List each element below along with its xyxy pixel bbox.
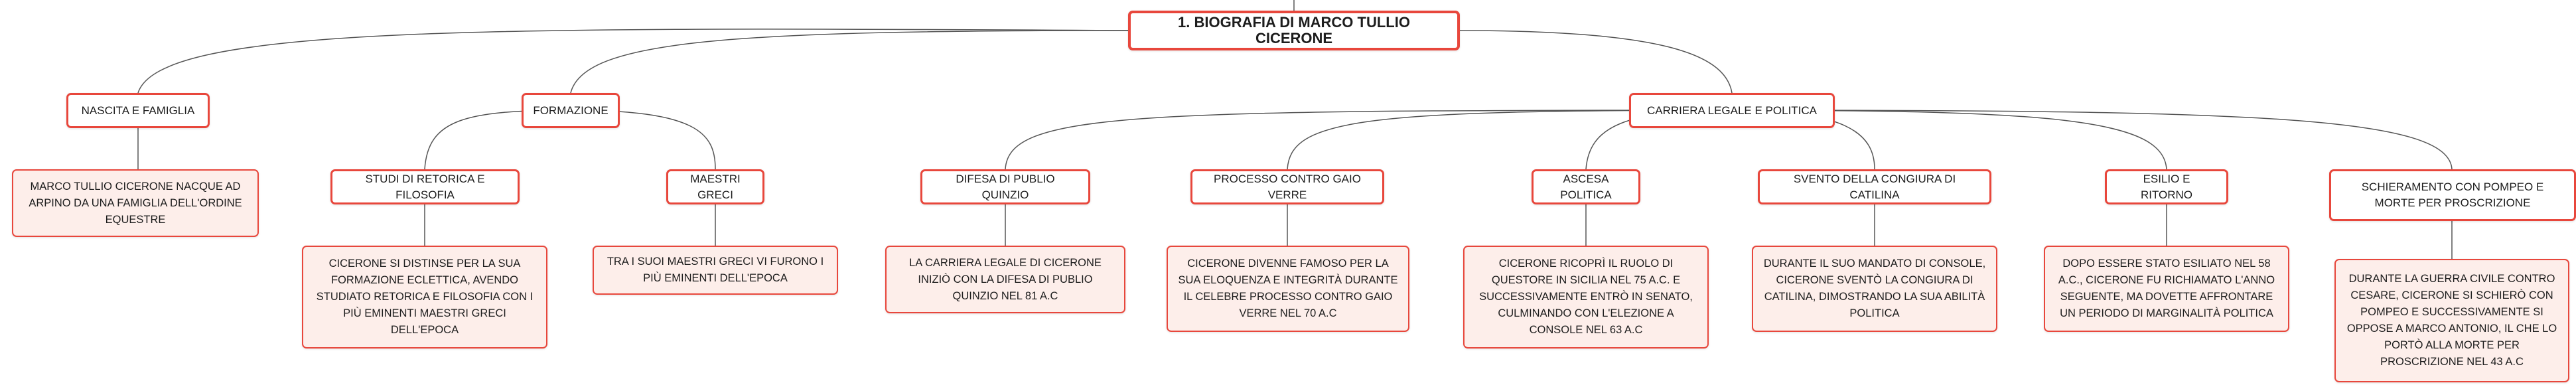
detail-pompeo-text: DURANTE LA GUERRA CIVILE CONTRO CESARE, …: [2346, 273, 2557, 368]
subtopic-studi-di-retorica[interactable]: STUDI DI RETORICA E FILOSOFIA: [330, 169, 520, 204]
connector-carriera-pompeo: [1731, 110, 2453, 170]
topic-nascita-e-famiglia[interactable]: NASCITA E FAMIGLIA: [66, 93, 210, 128]
detail-verre[interactable]: CICERONE DIVENNE FAMOSO PER LA SUA ELOQU…: [1167, 246, 1409, 332]
connector-root-nascita: [137, 29, 1129, 94]
detail-esilio-text: DOPO ESSERE STATO ESILIATO NEL 58 A.C., …: [2058, 258, 2275, 319]
subtopic-verre-label: PROCESSO CONTRO GAIO VERRE: [1214, 172, 1361, 201]
connector-carriera-quinzio: [1005, 110, 1733, 170]
detail-ascesa[interactable]: CICERONE RICOPRÌ IL RUOLO DI QUESTORE IN…: [1463, 246, 1709, 349]
detail-catilina-text: DURANTE IL SUO MANDATO DI CONSOLE, CICER…: [1763, 258, 1986, 319]
detail-catilina[interactable]: DURANTE IL SUO MANDATO DI CONSOLE, CICER…: [1752, 246, 1997, 332]
detail-pompeo[interactable]: DURANTE LA GUERRA CIVILE CONTRO CESARE, …: [2334, 259, 2569, 382]
detail-retorica[interactable]: CICERONE SI DISTINSE PER LA SUA FORMAZIO…: [302, 246, 547, 349]
connector-root-carriera: [1459, 30, 1733, 94]
root-topic-label: 1. BIOGRAFIA DI MARCO TULLIO CICERONE: [1178, 14, 1410, 46]
connector-root-formazione: [570, 30, 1129, 94]
subtopic-esilio-label: ESILIO E RITORNO: [2140, 172, 2193, 201]
detail-maestri[interactable]: TRA I SUOI MAESTRI GRECI VI FURONO I PIÙ…: [593, 246, 838, 295]
detail-maestri-text: TRA I SUOI MAESTRI GRECI VI FURONO I PIÙ…: [607, 256, 824, 284]
detail-esilio[interactable]: DOPO ESSERE STATO ESILIATO NEL 58 A.C., …: [2044, 246, 2289, 332]
root-topic[interactable]: 1. BIOGRAFIA DI MARCO TULLIO CICERONE: [1128, 11, 1460, 50]
subtopic-ascesa-label: ASCESA POLITICA: [1560, 172, 1612, 201]
subtopic-catilina-label: SVENTO DELLA CONGIURA DI CATILINA: [1793, 172, 1956, 201]
detail-verre-text: CICERONE DIVENNE FAMOSO PER LA SUA ELOQU…: [1178, 258, 1398, 319]
subtopic-retorica-label: STUDI DI RETORICA E FILOSOFIA: [365, 172, 485, 201]
detail-nascita-text: MARCO TULLIO CICERONE NACQUE AD ARPINO D…: [29, 180, 242, 226]
topic-nascita-label: NASCITA E FAMIGLIA: [81, 104, 195, 117]
detail-retorica-text: CICERONE SI DISTINSE PER LA SUA FORMAZIO…: [316, 258, 534, 336]
subtopic-processo-contro-gaio-verre[interactable]: PROCESSO CONTRO GAIO VERRE: [1190, 169, 1384, 204]
subtopic-svento-della-congiura[interactable]: SVENTO DELLA CONGIURA DI CATILINA: [1758, 169, 1991, 204]
detail-quinzio-text: LA CARRIERA LEGALE DI CICERONE INIZIÒ CO…: [909, 256, 1102, 302]
subtopic-ascesa-politica[interactable]: ASCESA POLITICA: [1532, 169, 1640, 204]
subtopic-maestri-greci[interactable]: MAESTRI GRECI: [666, 169, 764, 204]
topic-formazione[interactable]: FORMAZIONE: [522, 93, 620, 128]
subtopic-pompeo-label: SCHIERAMENTO CON POMPEO E MORTE PER PROS…: [2361, 181, 2544, 209]
detail-ascesa-text: CICERONE RICOPRÌ IL RUOLO DI QUESTORE IN…: [1479, 258, 1693, 336]
connector-carriera-verre: [1287, 110, 1733, 170]
subtopic-difesa-di-publio-quinzio[interactable]: DIFESA DI PUBLIO QUINZIO: [920, 169, 1090, 204]
topic-carriera-legale-e-politica[interactable]: CARRIERA LEGALE E POLITICA: [1629, 93, 1835, 128]
subtopic-esilio-e-ritorno[interactable]: ESILIO E RITORNO: [2105, 169, 2228, 204]
topic-formazione-label: FORMAZIONE: [533, 104, 608, 117]
topic-carriera-label: CARRIERA LEGALE E POLITICA: [1646, 104, 1818, 117]
detail-nascita[interactable]: MARCO TULLIO CICERONE NACQUE AD ARPINO D…: [12, 169, 259, 237]
subtopic-schieramento-con-pompeo[interactable]: SCHIERAMENTO CON POMPEO E MORTE PER PROS…: [2329, 169, 2576, 221]
detail-quinzio[interactable]: LA CARRIERA LEGALE DI CICERONE INIZIÒ CO…: [885, 246, 1125, 313]
subtopic-maestri-label: MAESTRI GRECI: [690, 172, 741, 201]
subtopic-quinzio-label: DIFESA DI PUBLIO QUINZIO: [956, 172, 1055, 201]
